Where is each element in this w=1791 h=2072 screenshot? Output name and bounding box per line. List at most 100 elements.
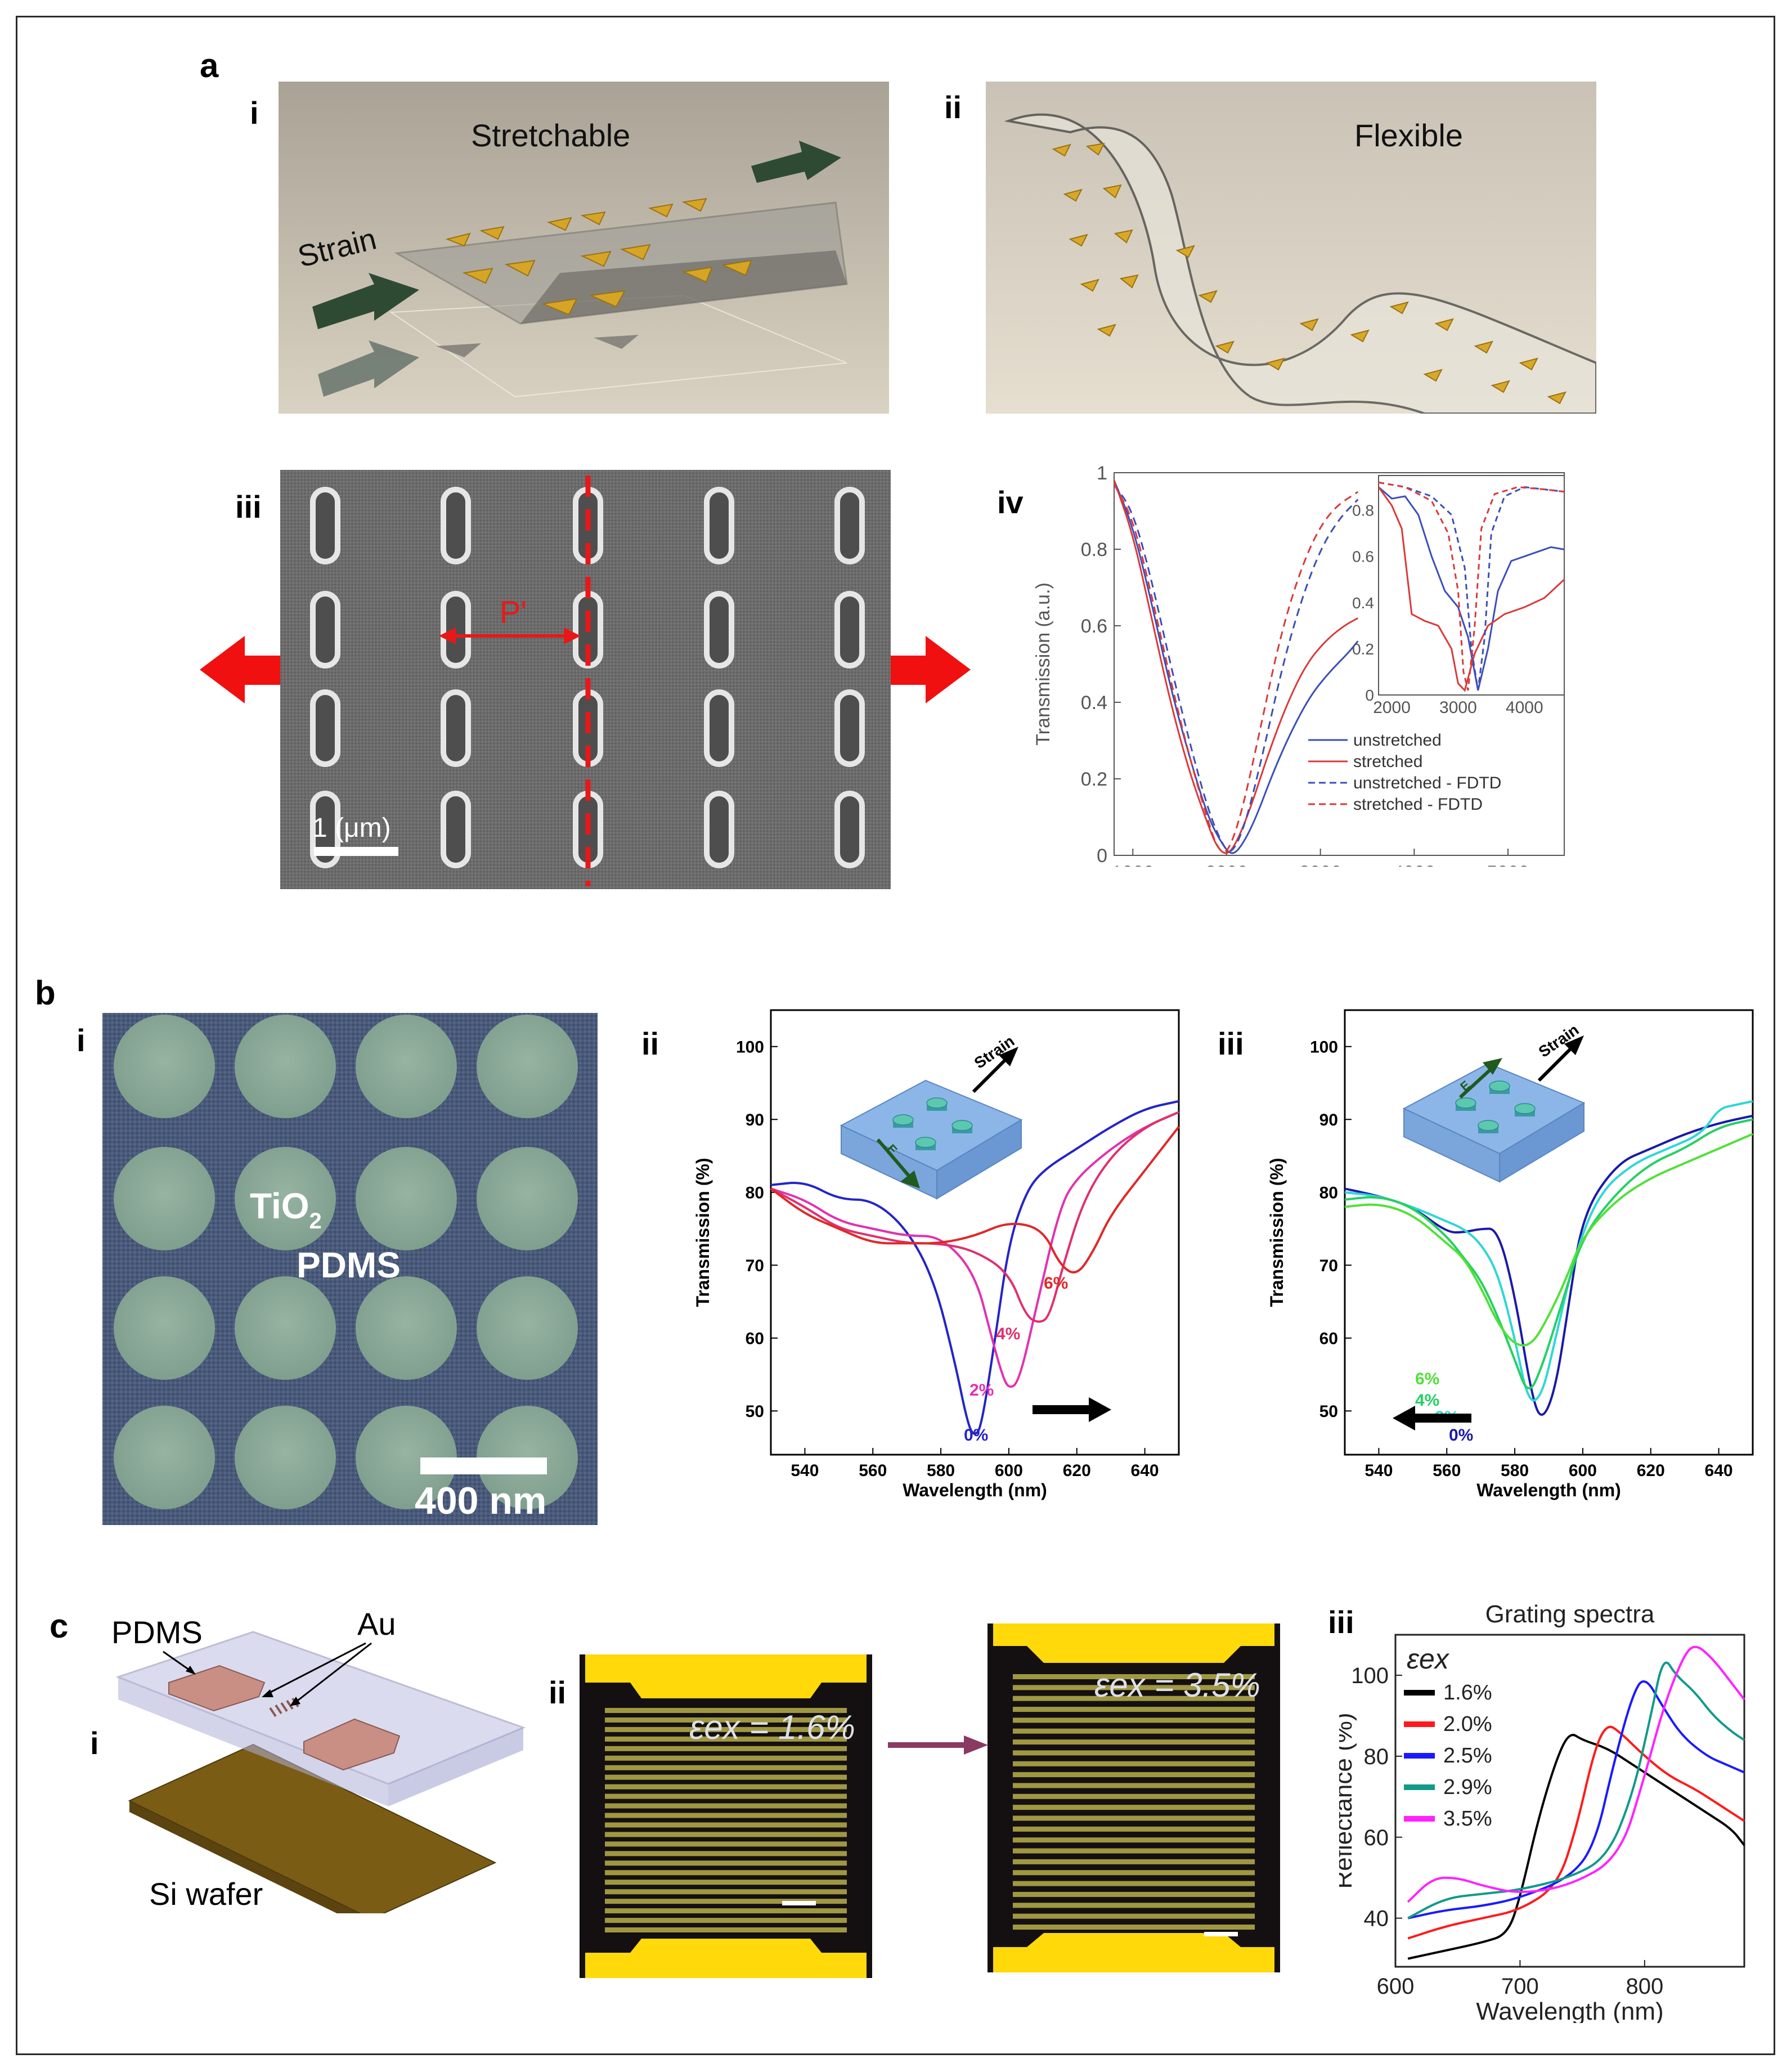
series-line-2 xyxy=(1407,1680,1745,1919)
grating-line xyxy=(1013,1674,1255,1679)
x-tick-label: 620 xyxy=(1637,1461,1665,1480)
y-tick-label: 100 xyxy=(736,1038,764,1056)
inset-x-tick-label: 3000 xyxy=(1439,698,1477,717)
efield-arrow xyxy=(900,1170,920,1189)
c-iii-legend-label: 1.6% xyxy=(1443,1681,1492,1705)
grating-line xyxy=(1013,1805,1255,1810)
grating-line xyxy=(1013,1717,1255,1723)
y-tick-label: 0.6 xyxy=(1081,616,1107,637)
label-b: b xyxy=(35,974,56,1012)
right-strain-arrow xyxy=(891,636,971,703)
x-tick-label: 560 xyxy=(859,1461,887,1480)
x-tick-label: 540 xyxy=(791,1461,819,1480)
strain-direction-arrow xyxy=(999,1047,1018,1066)
x-axis-label: Wavelength (nm) xyxy=(1476,1998,1663,2023)
a-ii-title: Flexible xyxy=(1354,118,1463,153)
c-i-au-label: Au xyxy=(357,1606,396,1642)
c-iii-legend-label: 3.5% xyxy=(1443,1807,1492,1831)
inset-sample-cube xyxy=(840,1079,1023,1200)
plot-frame xyxy=(1344,1009,1754,1456)
series-line-3 xyxy=(1344,1133,1753,1347)
tio2-disk xyxy=(477,1147,578,1250)
grating-line xyxy=(605,1803,847,1809)
b-i-tio2-label: TiO2 xyxy=(250,1186,322,1234)
y-tick-label: 100 xyxy=(1310,1038,1338,1056)
label-a-i: i xyxy=(250,95,259,131)
grating-line xyxy=(1013,1903,1255,1908)
sem-nanorod xyxy=(441,689,471,767)
tio2-disk xyxy=(235,1406,336,1509)
grating-line xyxy=(1013,1707,1255,1712)
grating-line xyxy=(1013,1728,1255,1734)
grating-line xyxy=(605,1841,847,1847)
label-a-iii: iii xyxy=(235,489,262,524)
strain-annotation-3: 6% xyxy=(1044,1274,1068,1293)
sem-nanorod xyxy=(441,791,471,868)
panel-c-ii-right: εex = 3.5% xyxy=(987,1623,1280,1972)
label-c-iii: iii xyxy=(1328,1604,1354,1640)
grating-line xyxy=(605,1851,847,1856)
grating-line xyxy=(1013,1750,1255,1756)
grating-line xyxy=(1013,1848,1255,1854)
series-line-0 xyxy=(770,1100,1179,1435)
grating-line xyxy=(605,1918,847,1923)
grating-line xyxy=(1013,1859,1255,1864)
x-tick-label: 5000 xyxy=(1487,862,1529,867)
inset-sample-cube xyxy=(1402,1062,1586,1183)
c-iii-legend-label: 2.0% xyxy=(1443,1712,1492,1736)
tio2-disk xyxy=(114,1276,215,1380)
c-iii-legend-title: εex xyxy=(1407,1643,1450,1675)
a-iii-period-label: P' xyxy=(500,594,527,630)
grating-line xyxy=(605,1889,847,1895)
tio2-disk xyxy=(477,1276,578,1380)
sem-nanorod xyxy=(310,591,340,669)
y-tick-label: 40 xyxy=(1364,1907,1389,1931)
grating-line xyxy=(605,1793,847,1799)
grating-line xyxy=(605,1870,847,1876)
legend-stretched-fdtd: stretched - FDTD xyxy=(1353,795,1483,814)
x-tick-label: 2000 xyxy=(1205,862,1248,867)
c-iii-title: Grating spectra xyxy=(1485,1600,1655,1628)
grating-line xyxy=(605,1746,847,1751)
panel-b-i-sem: TiO2 PDMS 400 nm xyxy=(102,1013,598,1525)
y-tick-label: 70 xyxy=(1319,1257,1338,1275)
tio2-disk xyxy=(356,1015,457,1118)
sem-nanorod xyxy=(834,487,865,564)
inset-y-tick-label: 0 xyxy=(1365,687,1374,704)
label-a-ii: ii xyxy=(944,89,962,125)
shift-arrow xyxy=(1393,1406,1415,1430)
a-i-title: Stretchable xyxy=(471,118,630,153)
series-line-2 xyxy=(1344,1118,1753,1389)
sem-nanorod xyxy=(834,591,865,669)
grating-line xyxy=(605,1765,847,1770)
grating-line xyxy=(605,1860,847,1866)
panel-a-iii-sem: P' 1 (μm) xyxy=(191,464,979,892)
label-b-ii: ii xyxy=(641,1026,659,1061)
b-i-scalebar-label: 400 nm xyxy=(415,1479,546,1522)
grating-line xyxy=(1013,1761,1255,1766)
inset-series-line-3 xyxy=(1378,481,1565,691)
x-tick-label: 640 xyxy=(1705,1461,1733,1480)
x-tick-label: 800 xyxy=(1626,1974,1663,1999)
plot-frame xyxy=(770,1009,1180,1456)
y-tick-label: 0.2 xyxy=(1081,769,1107,790)
strain-annotation-2: 4% xyxy=(1415,1391,1439,1410)
grating-line xyxy=(1013,1891,1255,1897)
inset-x-tick-label: 4000 xyxy=(1506,698,1543,717)
y-axis-label: Transmission (a.u.) xyxy=(1033,582,1054,746)
sem-nanorod xyxy=(704,791,734,868)
y-tick-label: 50 xyxy=(1319,1402,1338,1421)
y-tick-label: 0.4 xyxy=(1081,692,1107,714)
series-line-1 xyxy=(1344,1100,1753,1402)
grating-line xyxy=(1013,1837,1255,1843)
sem-nanorod xyxy=(704,591,734,669)
inset-y-tick-label: 0.4 xyxy=(1352,594,1374,612)
strain-annotation-2: 4% xyxy=(996,1325,1020,1343)
strain-direction-arrow xyxy=(1564,1035,1584,1055)
label-a-iv: iv xyxy=(997,485,1024,520)
a-iii-scalebar xyxy=(314,847,398,856)
tio2-disk xyxy=(114,1406,215,1509)
legend-unstretched-fdtd: unstretched - FDTD xyxy=(1353,774,1501,792)
